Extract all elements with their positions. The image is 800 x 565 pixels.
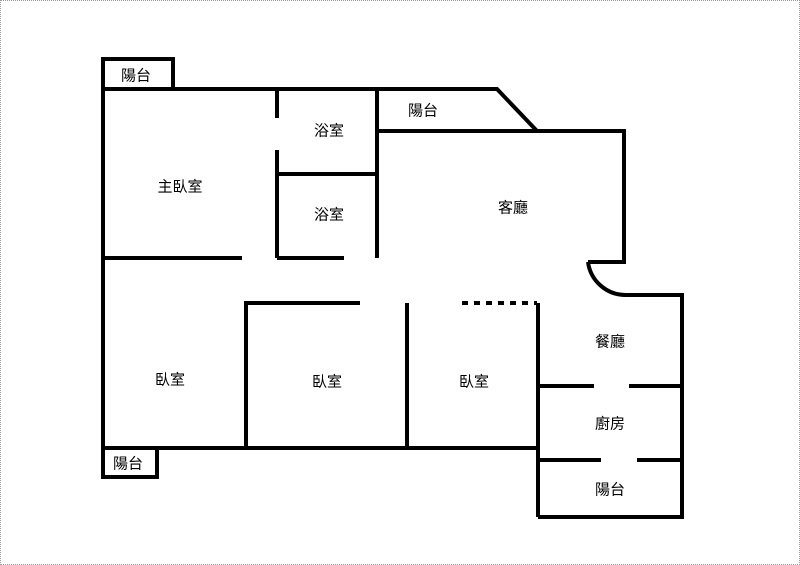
label-bedroom-middle: 臥室 <box>312 373 342 391</box>
label-balcony-top: 陽台 <box>408 102 438 120</box>
label-living-room: 客廳 <box>498 199 528 217</box>
wall-outer-top <box>103 87 539 133</box>
label-balcony-bottom-right: 陽台 <box>595 481 625 499</box>
label-master-bedroom: 主臥室 <box>157 178 202 196</box>
label-dining-room: 餐廳 <box>595 333 625 351</box>
wall-dining-outer <box>538 293 684 519</box>
room-labels: 陽台 主臥室 浴室 浴室 陽台 客廳 臥室 臥室 臥室 餐廳 廚房 陽台 陽台 <box>113 67 625 499</box>
door-swing-arc <box>586 261 627 298</box>
label-balcony-bottom-left: 陽台 <box>113 455 143 473</box>
label-balcony-top-left: 陽台 <box>121 67 151 85</box>
label-bathroom-upper: 浴室 <box>314 122 344 140</box>
wall-balcony-bottom-left <box>101 448 159 479</box>
walls <box>101 57 684 519</box>
wall-middle-bedroom <box>244 301 360 448</box>
label-bathroom-lower: 浴室 <box>314 206 344 224</box>
label-bedroom-left: 臥室 <box>155 371 185 389</box>
label-bedroom-right: 臥室 <box>459 373 489 391</box>
label-kitchen: 廚房 <box>595 415 625 433</box>
wall-balcony-top-left <box>101 57 175 89</box>
wall-living-top-right <box>377 129 626 264</box>
